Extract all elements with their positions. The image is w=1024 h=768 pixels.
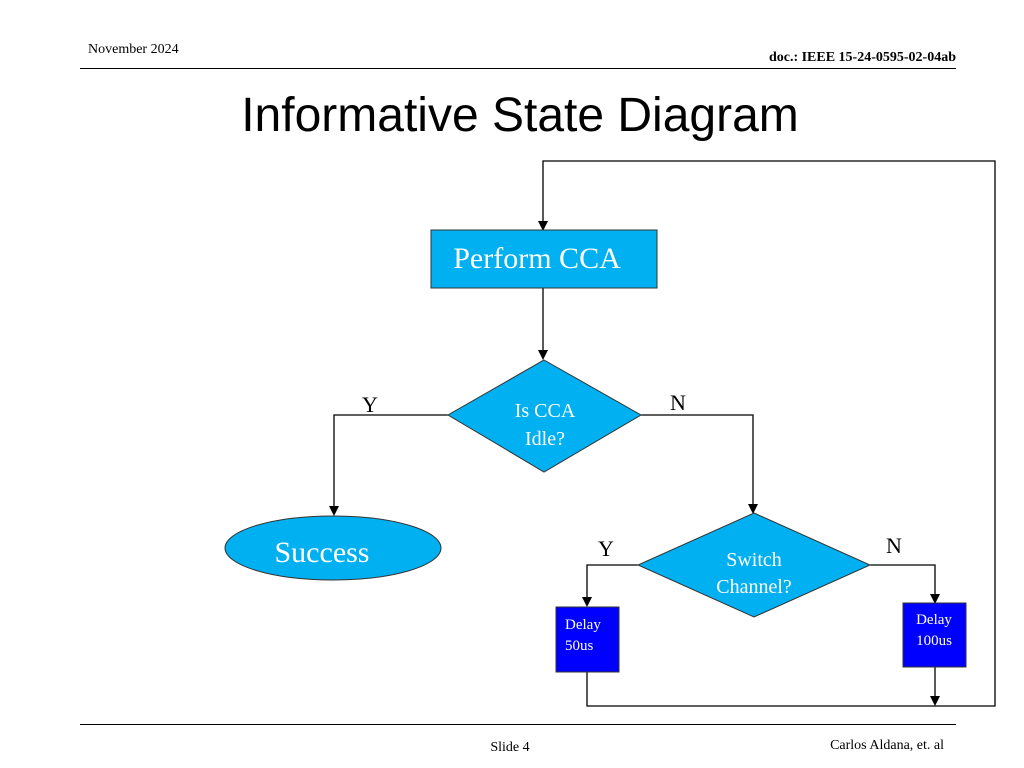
is-cca-idle-diamond (447, 359, 643, 473)
branch-label-n1: N (670, 390, 686, 415)
slide-title: Informative State Diagram (241, 89, 799, 142)
footer-author: Carlos Aldana, et. al (830, 738, 944, 753)
delay-50us-label-2: 50us (565, 638, 594, 654)
slide-number: Slide 4 (490, 740, 530, 755)
is-cca-idle-label-1: Is CCA (515, 400, 576, 422)
perform-cca-label: Perform CCA (453, 242, 621, 275)
header-doc-id: doc.: IEEE 15-24-0595-02-04ab (768, 50, 956, 65)
loop-back-connector (538, 160, 996, 707)
success-ellipse (224, 515, 442, 581)
branch-label-y1: Y (362, 392, 378, 417)
switch-channel-label-2: Channel? (716, 576, 792, 598)
delay-100us-label-1: Delay (916, 612, 952, 628)
idle-no-connector (641, 414, 758, 514)
branch-label-y2: Y (598, 536, 614, 561)
branch-label-n2: N (886, 533, 902, 558)
idle-yes-connector (329, 414, 448, 516)
perform-cca-box (430, 229, 658, 289)
delay-50us-label-1: Delay (565, 617, 601, 633)
delay-100us-label-2: 100us (916, 633, 952, 649)
footer-rule (80, 724, 956, 725)
switch-no-connector (870, 564, 940, 604)
switch-channel-label-1: Switch (726, 549, 782, 571)
is-cca-idle-label-2: Idle? (525, 428, 565, 450)
switch-channel-diamond (636, 512, 872, 618)
header-rule (80, 68, 956, 69)
success-label: Success (275, 536, 370, 569)
header-date: November 2024 (88, 42, 179, 57)
delay-50us-box (555, 606, 620, 673)
delay-100us-box (902, 602, 967, 668)
switch-yes-connector (582, 564, 638, 607)
